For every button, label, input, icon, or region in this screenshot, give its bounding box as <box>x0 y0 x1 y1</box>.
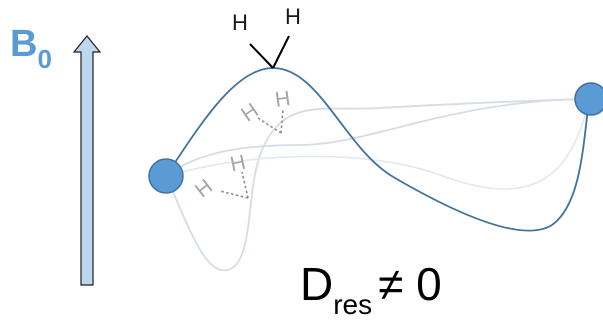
faint-methylene-group-upper: H H <box>237 87 292 133</box>
molecule-backbone <box>166 68 589 231</box>
right-end-sphere <box>575 83 603 115</box>
residual-dipolar-coupling-label: Dres≠ 0 <box>300 258 442 320</box>
faint-hydrogen-atom: H <box>237 99 263 127</box>
molecule-conformation-faint-2 <box>166 99 589 270</box>
field-label-main: B <box>10 23 37 65</box>
faint-hydrogen-atom: H <box>228 151 248 177</box>
left-end-sphere <box>149 159 183 193</box>
coupling-symbol: D <box>300 258 333 310</box>
molecule-conformation-faint-3 <box>166 99 589 189</box>
hydrogen-atom: H <box>232 10 248 35</box>
hydrogen-atom: H <box>285 4 301 29</box>
coupling-relation: ≠ 0 <box>378 258 442 310</box>
faint-hydrogen-atom: H <box>274 87 292 112</box>
magnetic-field-arrow <box>74 36 100 285</box>
methylene-group: H H <box>232 4 301 68</box>
faint-hydrogen-atom: H <box>191 175 217 202</box>
coupling-subscript: res <box>333 289 372 320</box>
field-label-subscript: 0 <box>37 44 51 74</box>
field-label: B0 <box>10 23 52 74</box>
